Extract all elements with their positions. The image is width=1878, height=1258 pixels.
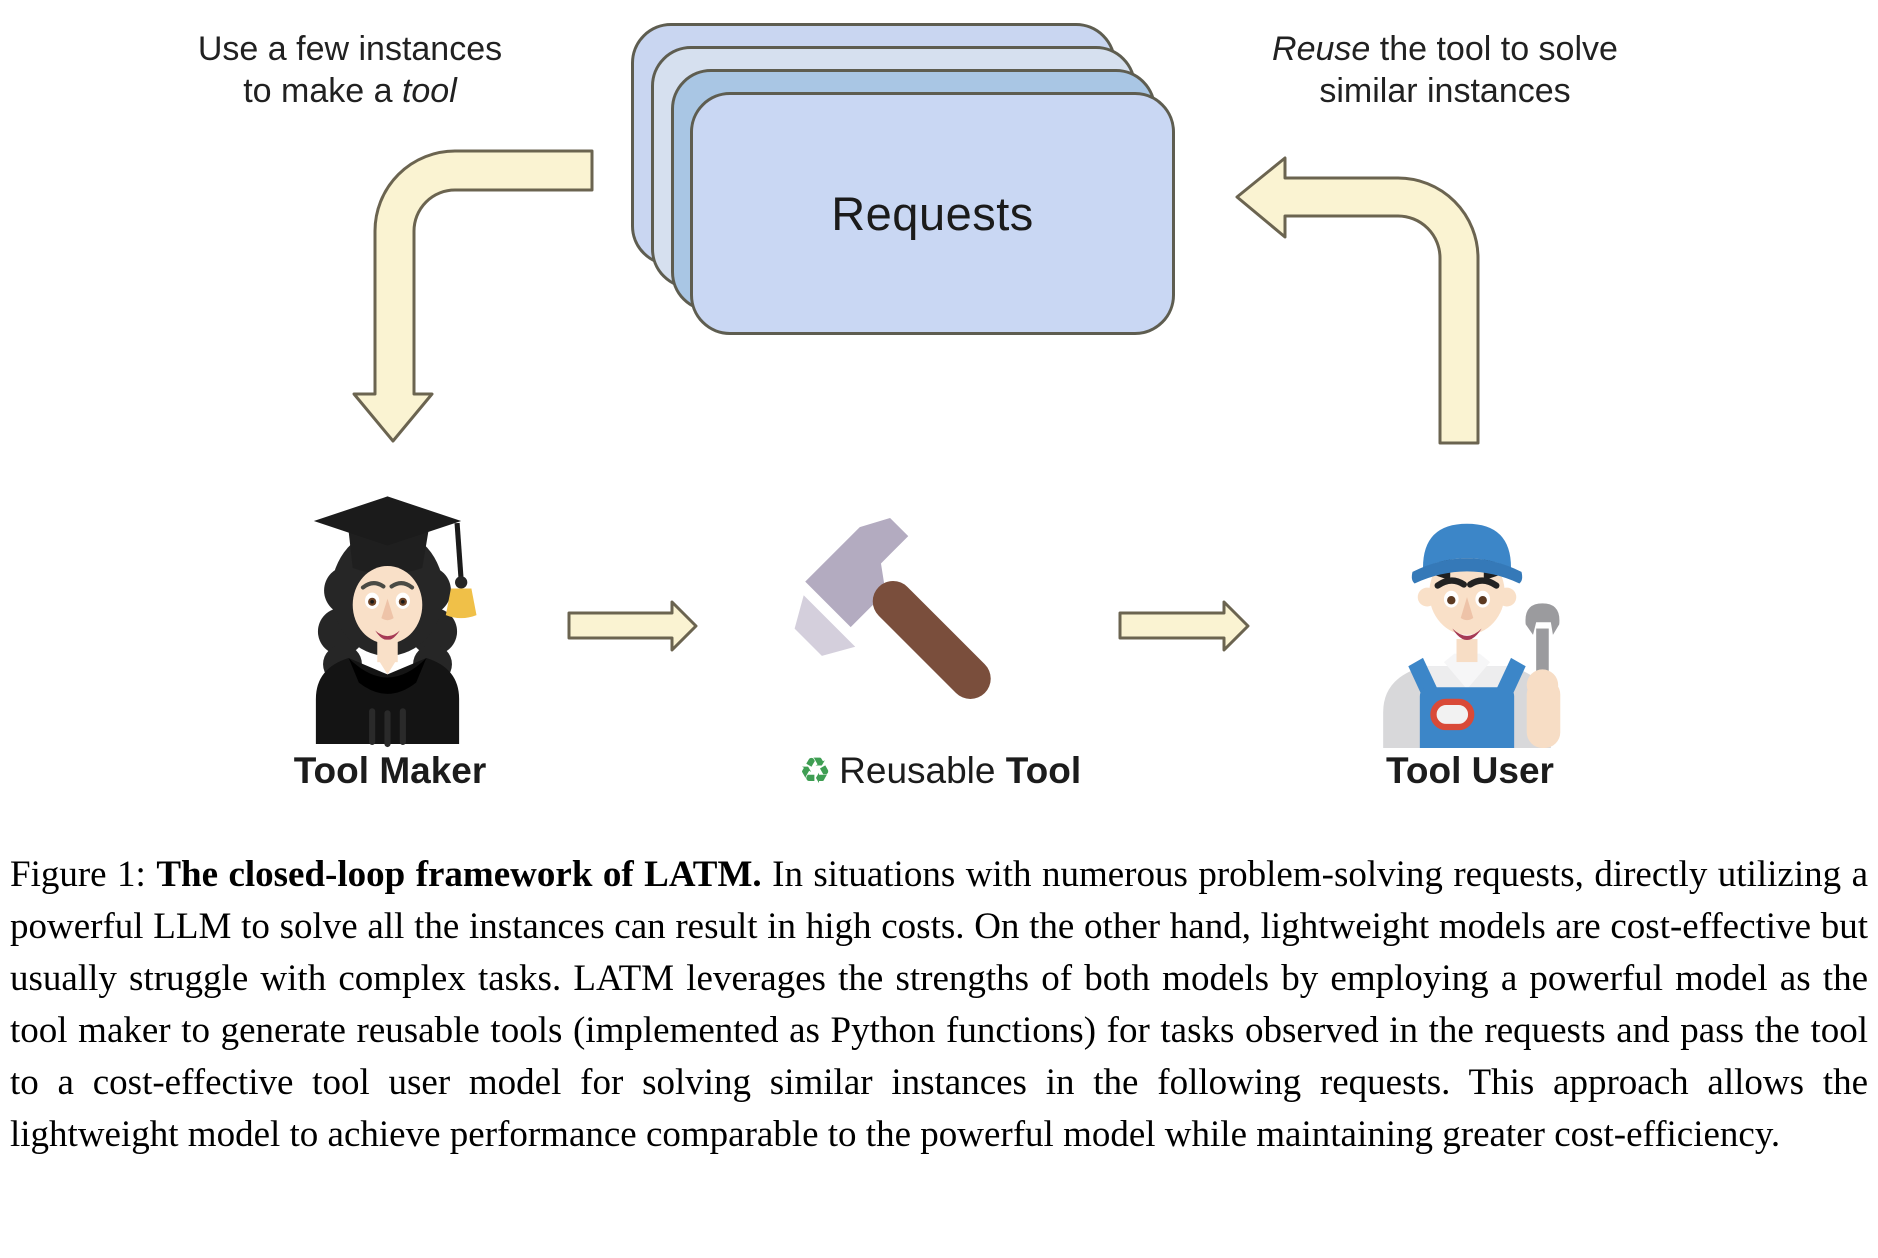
tool-maker-label: Tool Maker: [293, 750, 487, 791]
caption-figure-number: Figure 1:: [10, 854, 157, 895]
arrow-user-to-requests: [1235, 156, 1480, 445]
man-mechanic-emoji: [1383, 523, 1561, 748]
figure-caption: Figure 1: The closed-loop framework of L…: [10, 849, 1868, 1161]
caption-body-text: In situations with numerous problem-solv…: [10, 854, 1868, 1155]
requests-label: Requests: [831, 187, 1034, 240]
arrow-maker-to-tool: [567, 600, 698, 652]
annotation-make-tool-line1: Use a few instances: [197, 30, 503, 68]
tool-user-label: Tool User: [1386, 750, 1554, 791]
requests-card-front: Requests: [690, 92, 1175, 335]
recycle-icon: ♻: [798, 751, 832, 792]
annotation-reuse-tool-line2: similar instances: [1319, 72, 1571, 110]
annotation-reuse-tool-line1: Reuse the tool to solve: [1272, 30, 1618, 68]
caption-bold-title: The closed-loop framework of LATM.: [156, 854, 762, 895]
annotation-make-tool-line2: to make a tool: [243, 72, 457, 110]
annotation-make-tool: Use a few instances to make a tool: [130, 28, 570, 112]
reusable-tool-label: ♻Reusable Tool: [798, 750, 1082, 792]
flow-arrows-layer: [352, 149, 1480, 652]
arrow-tool-to-user: [1118, 600, 1250, 652]
woman-student-emoji: [313, 496, 477, 748]
arrow-requests-to-maker: [352, 149, 594, 443]
annotation-reuse-tool: Reuse the tool to solve similar instance…: [1230, 28, 1660, 112]
hammer-emoji: [794, 517, 991, 699]
